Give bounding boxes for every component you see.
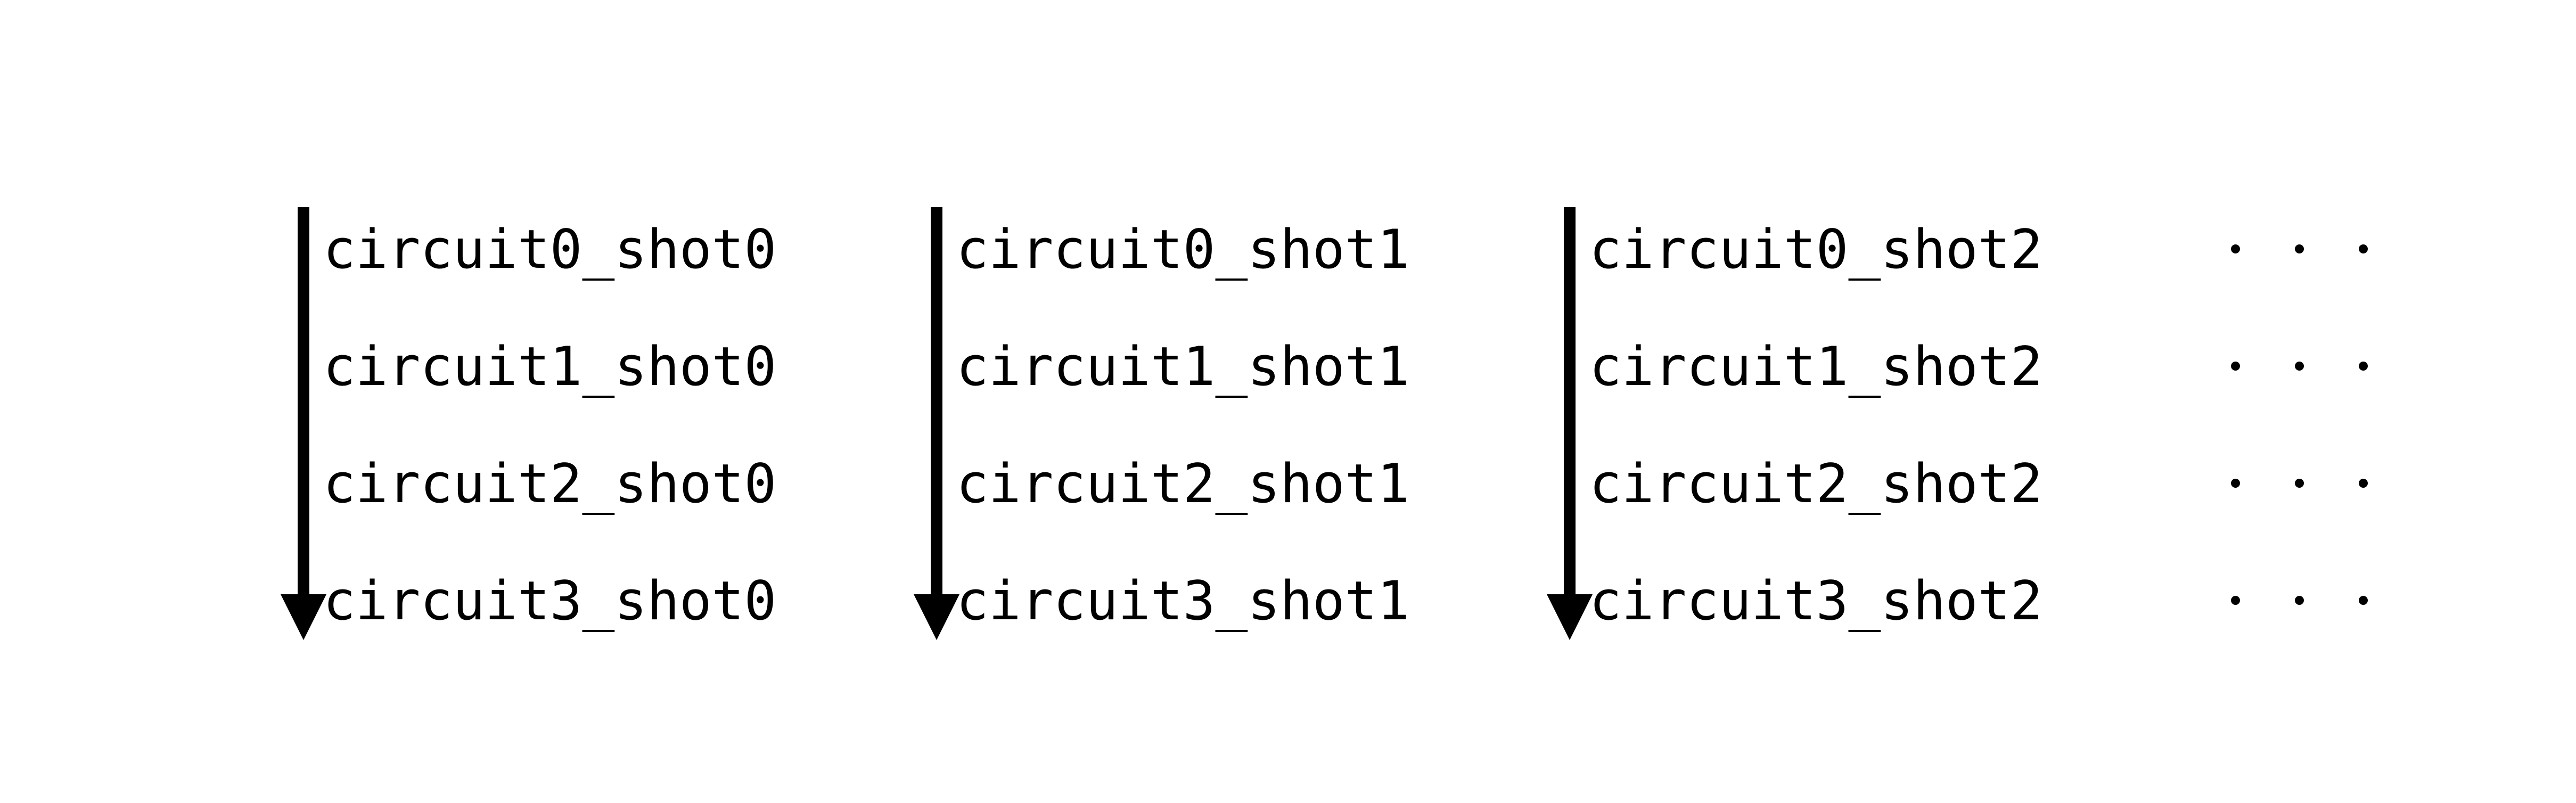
ellipsis-row bbox=[2231, 479, 2368, 488]
circuit-shot-label: circuit1_shot0 bbox=[323, 335, 777, 398]
circuit-shot-label: circuit3_shot2 bbox=[1589, 569, 2043, 632]
ellipsis-dot-icon bbox=[2359, 362, 2368, 371]
circuit-shot-label: circuit0_shot0 bbox=[323, 218, 777, 281]
ellipsis-dot-icon bbox=[2359, 596, 2368, 605]
ellipsis-dot-icon bbox=[2231, 244, 2240, 253]
ellipsis-dot-icon bbox=[2295, 596, 2304, 605]
circuit-shot-label: circuit3_shot1 bbox=[956, 569, 1410, 632]
ellipsis-row bbox=[2231, 244, 2368, 253]
circuit-shot-label: circuit2_shot1 bbox=[956, 452, 1410, 515]
circuit-shot-label: circuit2_shot2 bbox=[1589, 452, 2043, 515]
ellipsis-dot-icon bbox=[2359, 244, 2368, 253]
circuit-shot-label: circuit1_shot1 bbox=[956, 335, 1410, 398]
ellipsis-row bbox=[2231, 596, 2368, 605]
ellipsis-dot-icon bbox=[2231, 362, 2240, 371]
ellipsis-dot-icon bbox=[2295, 479, 2304, 488]
circuit-shot-label: circuit0_shot2 bbox=[1589, 218, 2043, 281]
down-arrow-shot0 bbox=[281, 207, 326, 640]
ellipsis-dot-icon bbox=[2231, 596, 2240, 605]
down-arrow-shot1 bbox=[914, 207, 959, 640]
circuit-shot-label: circuit1_shot2 bbox=[1589, 335, 2043, 398]
ellipsis-row bbox=[2231, 362, 2368, 371]
ellipsis-dot-icon bbox=[2231, 479, 2240, 488]
circuit-shot-label: circuit2_shot0 bbox=[323, 452, 777, 515]
ellipsis-dot-icon bbox=[2359, 479, 2368, 488]
ellipsis-dot-icon bbox=[2295, 244, 2304, 253]
circuit-shot-label: circuit3_shot0 bbox=[323, 569, 777, 632]
down-arrow-shot2 bbox=[1547, 207, 1593, 640]
ellipsis-dot-icon bbox=[2295, 362, 2304, 371]
circuit-shot-label: circuit0_shot1 bbox=[956, 218, 1410, 281]
